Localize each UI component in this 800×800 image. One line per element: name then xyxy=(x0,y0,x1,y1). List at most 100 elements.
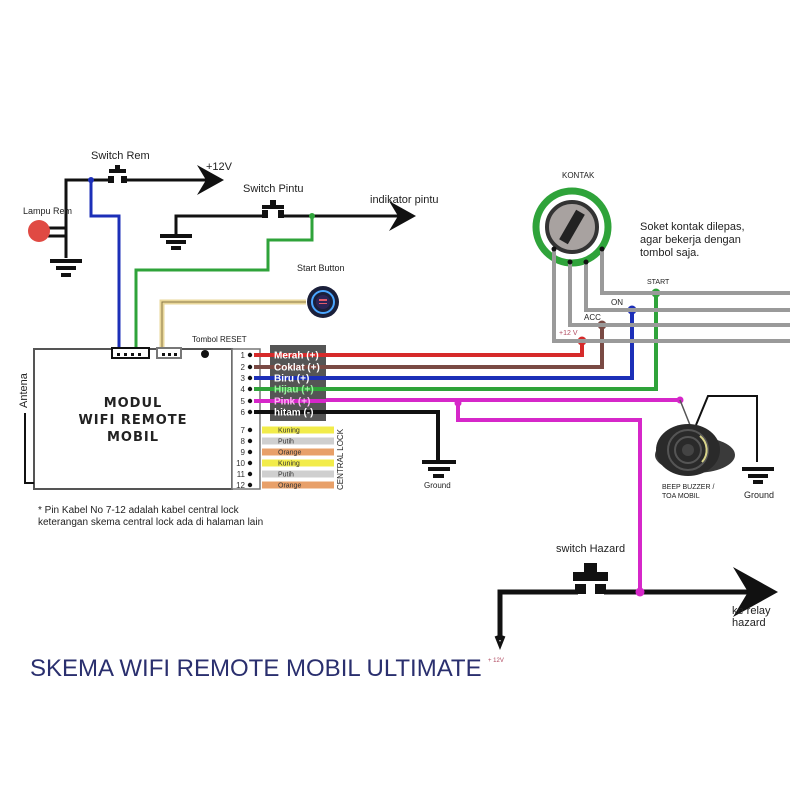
door-signal-wire xyxy=(134,216,314,350)
pin-terminal xyxy=(247,449,253,455)
terminal-on-label: ON xyxy=(611,298,623,307)
pin-number: 5 xyxy=(241,397,246,406)
central-lock-wire xyxy=(262,481,334,489)
pin-number: 7 xyxy=(241,426,246,435)
pin-number: 8 xyxy=(241,437,246,446)
pin-terminal xyxy=(247,364,253,370)
page-title: SKEMA WIFI REMOTE MOBIL ULTIMATE xyxy=(30,655,482,682)
footnote-line-1: * Pin Kabel No 7-12 adalah kabel central… xyxy=(38,505,240,516)
pin-number: 11 xyxy=(237,470,246,479)
buzzer-ground-label: Ground xyxy=(744,490,774,500)
hazard-circuit: switch Hazard ke relay hazard + 12V xyxy=(488,543,778,664)
ignition-note-line-2: agar bekerja dengan xyxy=(640,234,741,246)
pin-label: Kuning xyxy=(278,461,300,468)
module-title-line-1: MODUL xyxy=(104,396,163,411)
pin-number: 9 xyxy=(241,448,246,457)
reset-button-icon[interactable] xyxy=(201,350,209,358)
pin-terminal xyxy=(247,352,253,358)
pin-label: hitam (-) xyxy=(274,408,313,419)
pin-terminal xyxy=(247,460,253,466)
hazard-switch-icon xyxy=(573,563,608,594)
pin-number: 12 xyxy=(236,481,245,490)
antenna-wire xyxy=(24,413,34,484)
pin-label: Pink (+) xyxy=(274,397,310,408)
ground-icon xyxy=(326,410,456,478)
buzzer-label-line-2: TOA MOBIL xyxy=(662,493,700,500)
pin-label: Coklat (+) xyxy=(274,363,320,374)
central-lock-wire xyxy=(262,470,334,478)
ignition-label: KONTAK xyxy=(562,171,595,180)
door-output-label: indikator pintu xyxy=(370,194,439,206)
buzzer: BEEP BUZZER / TOA MOBIL Ground xyxy=(655,395,774,500)
ignition-key-icon xyxy=(532,187,612,267)
pin-label: Putih xyxy=(278,472,294,479)
ignition-wire-on xyxy=(584,262,790,312)
hazard-output-line-2: hazard xyxy=(732,617,766,629)
central-lock-wire xyxy=(262,426,334,434)
hazard-supply-label: + 12V xyxy=(488,658,504,664)
buzzer-label-line-1: BEEP BUZZER / xyxy=(662,484,714,491)
pin-terminal xyxy=(247,375,253,381)
door-switch-icon xyxy=(262,200,284,218)
connector-4pin xyxy=(111,347,150,359)
ignition-wire-start xyxy=(600,249,790,295)
terminal-12v-label: +12 V xyxy=(559,330,578,337)
ignition-switch: KONTAK Soket kontak dilepas, agar bekerj… xyxy=(532,171,790,343)
pin-number: 10 xyxy=(236,459,245,468)
pin-label: Merah (+) xyxy=(274,351,319,362)
pin-terminal xyxy=(247,482,253,488)
pin-wire xyxy=(254,325,604,369)
ignition-note-line-3: tombol saja. xyxy=(640,247,699,259)
reset-label: Tombol RESET xyxy=(192,335,247,344)
ground-icon xyxy=(742,467,774,484)
brake-circuit: Switch Rem +12V Lampu Rem xyxy=(23,150,233,277)
connector-3pin xyxy=(156,347,182,359)
pin-terminal xyxy=(247,471,253,477)
pin-label: Biru (+) xyxy=(274,374,309,385)
power-label-box xyxy=(270,345,326,421)
antenna-label: Antena xyxy=(18,372,30,408)
brake-signal-wire xyxy=(89,180,121,350)
brake-lamp-label: Lampu Rem xyxy=(23,206,72,216)
door-switch-label: Switch Pintu xyxy=(243,183,304,195)
terminal-acc-label: ACC xyxy=(584,313,601,322)
brake-wire xyxy=(64,178,110,256)
pin-label: Hijau (+) xyxy=(274,385,314,396)
pin-label: Putih xyxy=(278,439,294,446)
pin-number: 1 xyxy=(241,351,246,360)
start-button-icon[interactable] xyxy=(307,286,339,318)
ground-icon xyxy=(50,259,82,277)
pin-wire xyxy=(254,341,584,357)
ignition-wire-12v xyxy=(552,249,790,343)
start-button-group: Start Button xyxy=(159,263,345,350)
central-lock-wire xyxy=(262,437,334,445)
pin-label: Orange xyxy=(278,483,301,490)
ignition-note-line-1: Soket kontak dilepas, xyxy=(640,221,745,233)
brake-switch-label: Switch Rem xyxy=(91,150,150,162)
brake-supply-label: +12V xyxy=(206,161,233,173)
central-lock-wire xyxy=(262,459,334,467)
pink-hazard-wire xyxy=(456,403,642,593)
terminal-start-label: START xyxy=(647,279,670,286)
pin-label: Kuning xyxy=(278,428,300,435)
ground-label: Ground xyxy=(424,481,451,490)
brake-lamp-icon xyxy=(28,220,50,242)
hazard-output-line-1: ke relay xyxy=(732,605,771,617)
footnote-line-2: keterangan skema central lock ada di hal… xyxy=(38,517,263,528)
brake-switch-icon xyxy=(108,165,127,183)
central-lock-wire xyxy=(262,448,334,456)
hazard-switch-label: switch Hazard xyxy=(556,543,625,555)
pin-terminal xyxy=(247,427,253,433)
pin-wire xyxy=(254,310,634,380)
pin-terminal xyxy=(247,398,253,404)
pin-number: 3 xyxy=(241,374,246,383)
pin-number: 6 xyxy=(241,408,246,417)
wifi-module: Antena Tombol RESET MODUL WIFI REMOTE MO… xyxy=(18,335,345,490)
start-button-label: Start Button xyxy=(297,263,345,273)
pin-terminal xyxy=(247,409,253,415)
module-title-line-2: WIFI REMOTE xyxy=(78,413,187,428)
pin-number: 4 xyxy=(241,385,246,394)
pin-header xyxy=(231,348,261,490)
central-lock-label: CENTRAL LOCK xyxy=(336,428,345,490)
